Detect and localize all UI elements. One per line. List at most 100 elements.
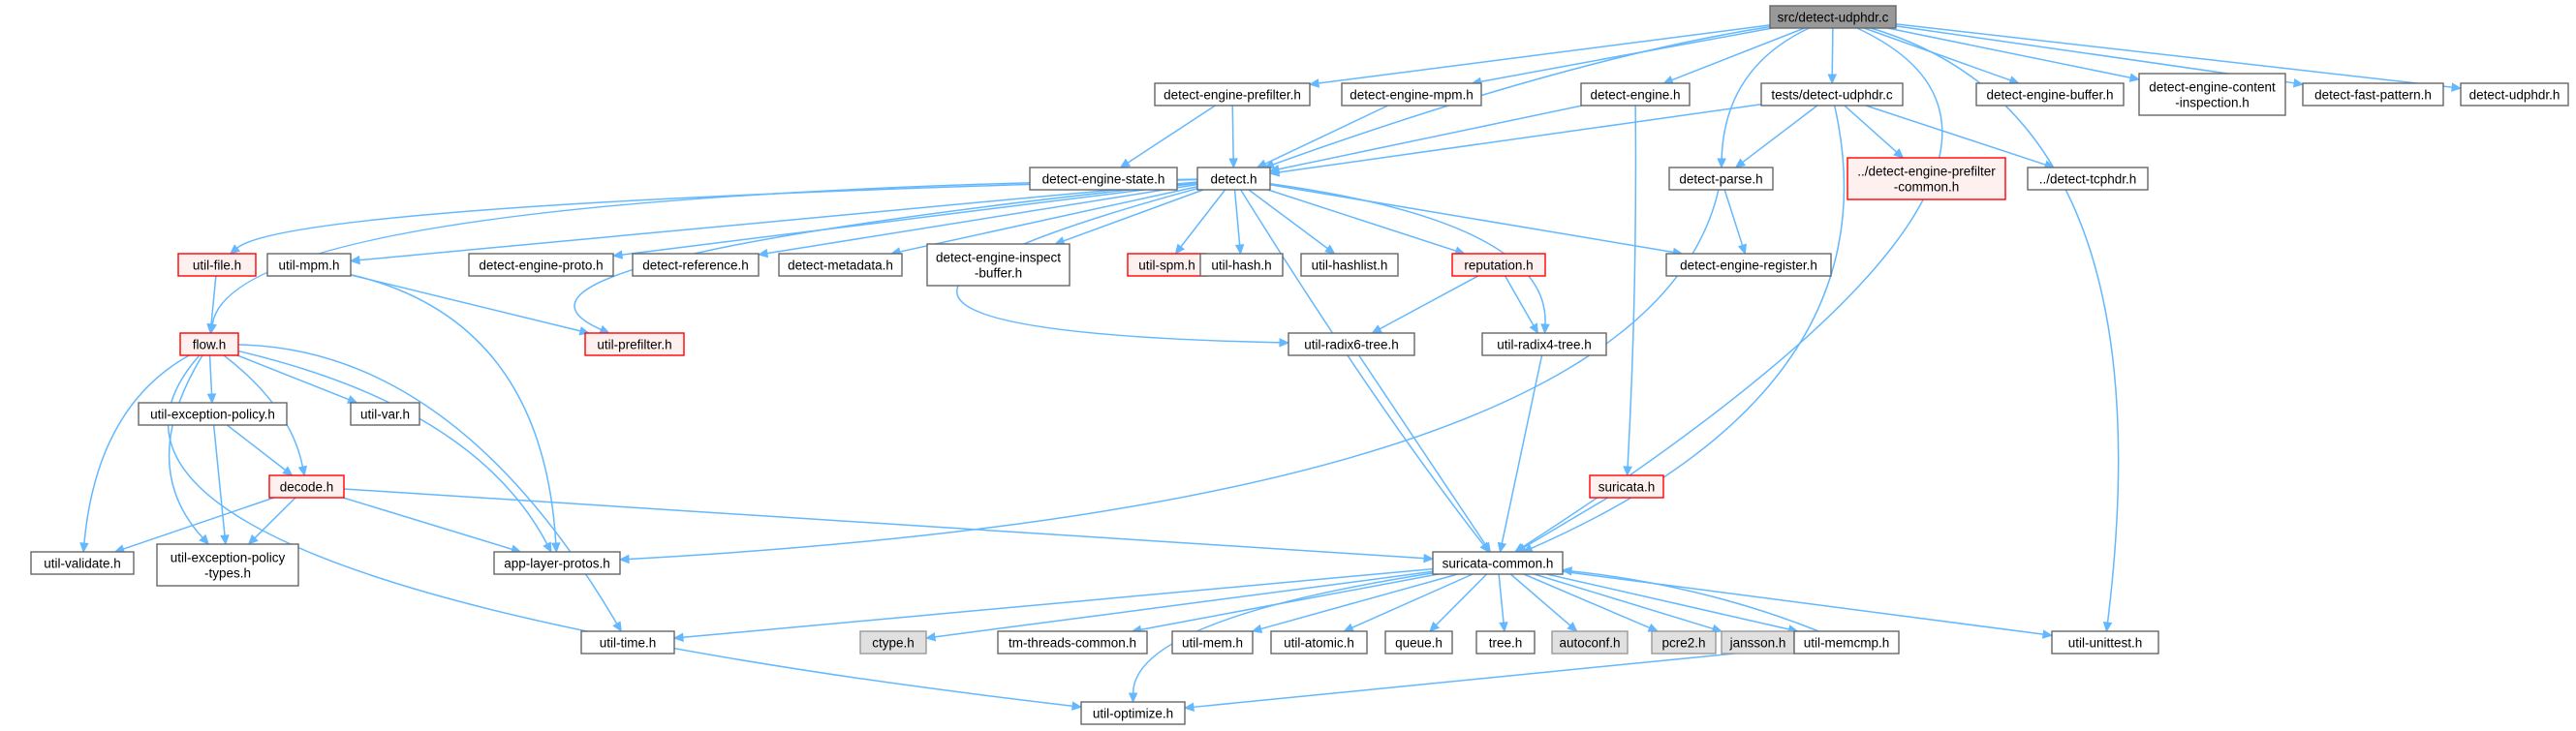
node-util-exception-policy-h[interactable]: util-exception-policy.h <box>138 402 288 426</box>
node-box <box>580 630 675 655</box>
node-detect-engine-state-h[interactable]: detect-engine-state.h <box>1029 167 1178 191</box>
edge-arrowhead <box>1174 243 1186 255</box>
node-util-optimize-h[interactable]: util-optimize.h <box>1080 701 1186 725</box>
edge-line <box>237 350 548 545</box>
edge-arrowhead <box>1497 541 1507 554</box>
edge-arrowhead <box>1324 244 1336 255</box>
node-label: detect-engine-buffer.h <box>1986 88 2113 103</box>
node-util-validate-h[interactable]: util-validate.h <box>30 551 135 575</box>
node-label: queue.h <box>1395 636 1443 651</box>
edge-line <box>1627 105 1637 468</box>
edge-line <box>1063 189 1204 242</box>
include-edge-detect-engine-mpm-h-to-detect-h <box>1256 105 1389 168</box>
include-edge-detect-h-to-util-hashlist-h <box>1248 189 1336 255</box>
include-edge-reputation-h-to-util-radix4-tree-h <box>1504 275 1539 335</box>
node-flow-h[interactable]: flow.h <box>179 332 239 356</box>
node-queue-h[interactable]: queue.h <box>1384 630 1453 655</box>
node-reputation-h[interactable]: reputation.h <box>1451 253 1546 277</box>
node-util-mpm-h[interactable]: util-mpm.h <box>266 253 352 277</box>
edge-line <box>1180 189 1226 248</box>
node-decode-h[interactable]: decode.h <box>268 474 345 499</box>
node-ctype-h[interactable]: ctype.h <box>859 630 927 655</box>
node-pcre2-h[interactable]: pcre2.h <box>1651 630 1717 655</box>
edge-arrowhead <box>247 533 259 545</box>
node-label: flow.h <box>193 338 227 352</box>
node-util-memcmp-h[interactable]: util-memcmp.h <box>1793 630 1900 655</box>
node-detect-engine-register-h[interactable]: detect-engine-register.h <box>1665 253 1832 277</box>
edge-line <box>358 181 1198 261</box>
node-label: util-prefilter.h <box>597 338 671 352</box>
node-util-unittest-h[interactable]: util-unittest.h <box>2051 630 2159 655</box>
edge-arrowhead <box>206 323 216 335</box>
node-label: detect-engine-mpm.h <box>1350 88 1474 103</box>
node-detect-reference-h[interactable]: detect-reference.h <box>632 253 760 277</box>
node-detect-metadata-h[interactable]: detect-metadata.h <box>778 253 903 277</box>
node-jansson-h[interactable]: jansson.h <box>1721 630 1795 655</box>
edge-line <box>1267 189 1457 252</box>
node-util-exception-policy-types-h[interactable]: util-exception-policy-types.h <box>156 543 299 587</box>
edge-arrowhead <box>1647 623 1660 632</box>
node-detect-udphdr-c[interactable]: src/detect-udphdr.c <box>1769 5 1897 29</box>
node-box <box>1475 630 1536 655</box>
node-app-layer-protos-h[interactable]: app-layer-protos.h <box>493 551 621 575</box>
node-label: detect-reference.h <box>642 259 749 273</box>
node-detect-h[interactable]: detect.h <box>1196 167 1271 191</box>
node-detect-engine-prefilter-h[interactable]: detect-engine-prefilter.h <box>1154 82 1311 107</box>
node-detect-udphdr-h[interactable]: detect-udphdr.h <box>2460 82 2569 107</box>
node-util-time-h[interactable]: util-time.h <box>580 630 675 655</box>
edge-arrowhead <box>1567 622 1578 632</box>
edge-line <box>1863 27 2011 81</box>
node-detect-engine-proto-h[interactable]: detect-engine-proto.h <box>468 253 614 277</box>
edge-line <box>1272 25 1771 166</box>
node-label: detect-engine.h <box>1590 88 1680 103</box>
include-edge-detect-parse-h-to-app-layer-protos-h <box>618 189 1720 564</box>
node-util-radix6-tree-h[interactable]: util-radix6-tree.h <box>1288 332 1415 356</box>
node-detect-engine-h[interactable]: detect-engine.h <box>1580 82 1691 107</box>
node-suricata-common-h[interactable]: suricata-common.h <box>1432 551 1564 575</box>
edge-arrowhead <box>1343 623 1354 632</box>
edge-line <box>1318 24 1771 84</box>
node-util-prefilter-h[interactable]: util-prefilter.h <box>584 332 685 356</box>
node-util-radix4-tree-h[interactable]: util-radix4-tree.h <box>1481 332 1607 356</box>
edge-line <box>212 424 226 536</box>
edge-line <box>1870 27 2120 624</box>
include-edge-util-memcmp-h-to-suricata-common-h <box>1561 566 1819 632</box>
node-detect-parse-h[interactable]: detect-parse.h <box>1668 167 1774 191</box>
node-box <box>1451 253 1546 277</box>
edge-line <box>1240 189 1485 546</box>
node-detect-engine-buffer-h[interactable]: detect-engine-buffer.h <box>1975 82 2125 107</box>
edge-arrowhead <box>282 466 294 476</box>
node-label: detect-engine-state.h <box>1042 172 1165 187</box>
node-detect-engine-mpm-h[interactable]: detect-engine-mpm.h <box>1341 82 1482 107</box>
node-util-spm-h[interactable]: util-spm.h <box>1127 253 1207 277</box>
node-label: suricata.h <box>1598 480 1656 495</box>
include-edge-suricata-common-h-to-jansson-h <box>1534 573 1723 633</box>
edge-line <box>236 178 1198 249</box>
edge-arrowhead <box>1371 324 1382 334</box>
edge-arrowhead <box>599 324 610 334</box>
node-suricata-h[interactable]: suricata.h <box>1589 474 1664 499</box>
node-util-atomic-h[interactable]: util-atomic.h <box>1270 630 1368 655</box>
edge-arrowhead <box>2292 78 2305 88</box>
node-label: tree.h <box>1489 636 1523 651</box>
include-edge-detect-engine-prefilter-h-to-detect-engine-state-h <box>1119 105 1216 168</box>
node-tests-detect-udphdr-c[interactable]: tests/detect-udphdr.c <box>1760 82 1904 107</box>
node-detect-fast-pattern-h[interactable]: detect-fast-pattern.h <box>2302 82 2444 107</box>
node-detect-engine-content-inspection-h[interactable]: detect-engine-content-inspection.h <box>2138 73 2286 116</box>
edge-arrowhead <box>1119 158 1132 168</box>
node-detect-tcphdr-h[interactable]: ../detect-tcphdr.h <box>2027 167 2149 191</box>
node-detect-engine-prefilter-common-h[interactable]: ../detect-engine-prefilter-common.h <box>1847 157 2006 200</box>
node-util-file-h[interactable]: util-file.h <box>177 253 257 277</box>
node-box <box>1384 630 1453 655</box>
node-autoconf-h[interactable]: autoconf.h <box>1551 630 1629 655</box>
node-detect-engine-inspect-buffer-h[interactable]: detect-engine-inspect-buffer.h <box>926 243 1071 287</box>
node-tree-h[interactable]: tree.h <box>1475 630 1536 655</box>
node-util-var-h[interactable]: util-var.h <box>350 402 420 426</box>
node-util-mem-h[interactable]: util-mem.h <box>1171 630 1254 655</box>
edge-line <box>1523 573 1651 629</box>
node-util-hashlist-h[interactable]: util-hashlist.h <box>1300 253 1399 277</box>
node-tm-threads-common-h[interactable]: tm-threads-common.h <box>997 630 1148 655</box>
node-util-hash-h[interactable]: util-hash.h <box>1199 253 1284 277</box>
edge-line <box>1231 105 1234 160</box>
node-label: reputation.h <box>1464 259 1533 273</box>
